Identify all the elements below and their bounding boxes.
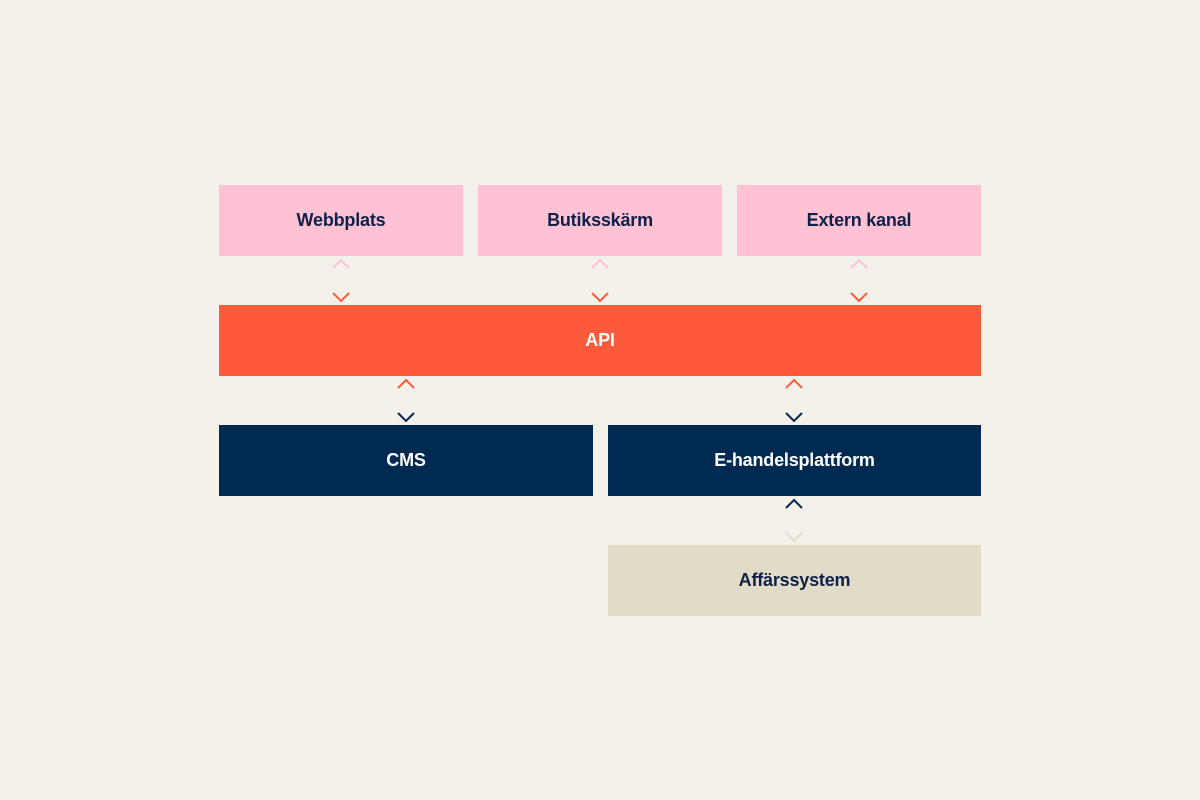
arrow-extern-api [850, 258, 868, 303]
affarssystem-label: Affärssystem [738, 570, 851, 590]
arrow-api-ehandel [785, 378, 803, 423]
channel-label-butiksskarm: Butiksskärm [547, 210, 653, 230]
channel-box-extern-kanal: Extern kanal [737, 185, 981, 256]
arrow-butiksskarm-api [591, 258, 609, 303]
channel-box-webbplats: Webbplats [219, 185, 463, 256]
cms-label: CMS [386, 450, 426, 470]
api-label: API [585, 330, 615, 350]
ehandel-label: E-handelsplattform [714, 450, 875, 470]
ehandel-box: E-handelsplattform [608, 425, 981, 496]
arrow-api-cms [397, 378, 415, 423]
channel-box-butiksskarm: Butiksskärm [478, 185, 722, 256]
cms-box: CMS [219, 425, 593, 496]
arrow-ehandel-affarssystem [785, 498, 803, 543]
arrow-webbplats-api [332, 258, 350, 303]
channel-label-webbplats: Webbplats [296, 210, 386, 230]
channel-label-extern-kanal: Extern kanal [806, 210, 912, 230]
affarssystem-box: Affärssystem [608, 545, 981, 616]
api-box: API [219, 305, 981, 376]
